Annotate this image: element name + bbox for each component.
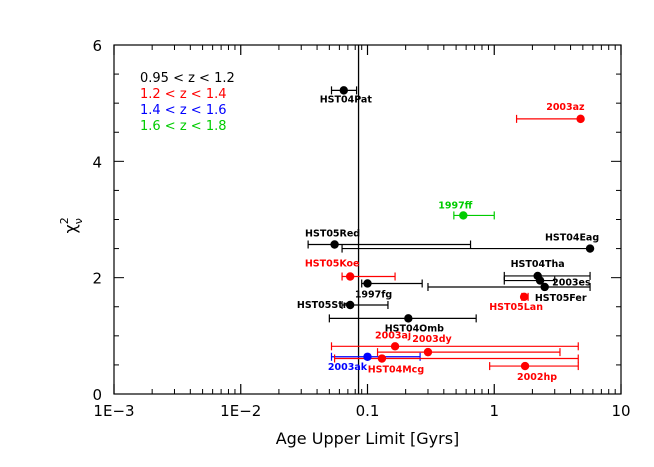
data-point bbox=[363, 352, 372, 361]
y-tick-label: 0 bbox=[92, 386, 102, 404]
errorbar bbox=[376, 348, 561, 357]
errorbar bbox=[333, 354, 579, 363]
point-label: HST04Pat bbox=[320, 94, 373, 105]
legend-entry: 1.2 < z < 1.4 bbox=[140, 87, 227, 102]
errorbar bbox=[341, 244, 591, 253]
data-point bbox=[576, 114, 585, 124]
data-point bbox=[459, 211, 468, 220]
point-label: HST04Tha bbox=[511, 259, 565, 270]
errorbar bbox=[361, 279, 423, 288]
errorbar bbox=[328, 314, 477, 323]
point-label: HST05Lan bbox=[489, 302, 543, 313]
x-tick-label: 1E−3 bbox=[93, 402, 134, 420]
y-tick-label: 6 bbox=[92, 37, 102, 55]
x-axis-label: Age Upper Limit [Gyrs] bbox=[276, 429, 460, 448]
point-label: 2003ak bbox=[328, 362, 368, 373]
errorbar bbox=[515, 114, 582, 123]
data-point bbox=[345, 272, 355, 281]
data-point bbox=[330, 240, 339, 249]
point-label: HST05Red bbox=[305, 229, 360, 240]
point-label: HST05Fer bbox=[535, 293, 587, 304]
point-label: HST05Str bbox=[297, 300, 348, 311]
errorbar bbox=[330, 342, 579, 351]
data-point bbox=[390, 342, 400, 351]
point-label: 2003aj bbox=[375, 330, 411, 341]
x-tick-label: 1E−2 bbox=[220, 402, 261, 420]
errorbar bbox=[503, 276, 556, 285]
x-tick-label: 10 bbox=[611, 402, 630, 420]
point-label: HST04Eag bbox=[545, 233, 599, 244]
data-point bbox=[339, 86, 348, 95]
legend-entry: 1.6 < z < 1.8 bbox=[140, 119, 227, 134]
data-point bbox=[520, 361, 530, 371]
data-point bbox=[345, 300, 355, 310]
point-label: 2003dy bbox=[412, 334, 452, 345]
errorbar bbox=[330, 352, 421, 361]
data-point bbox=[585, 244, 595, 253]
y-axis-label: χ2ν bbox=[58, 217, 85, 233]
point-label: HST04Omb bbox=[385, 323, 444, 334]
point-label: HST05Koe bbox=[305, 259, 360, 270]
point-label: 1997fg bbox=[355, 289, 392, 300]
data-point bbox=[423, 347, 433, 357]
y-tick-label: 2 bbox=[92, 270, 102, 288]
point-label: 2003az bbox=[546, 102, 585, 113]
legend-entry: 0.95 < z < 1.2 bbox=[140, 71, 235, 86]
data-point bbox=[519, 292, 529, 302]
point-label: HST04Mcg bbox=[368, 365, 424, 376]
errorbar bbox=[427, 282, 591, 291]
data-point bbox=[535, 276, 545, 285]
data-point bbox=[404, 314, 413, 323]
x-tick-label: 1 bbox=[489, 402, 499, 420]
point-label: 1997ff bbox=[438, 200, 472, 211]
legend-entry: 1.4 < z < 1.6 bbox=[140, 103, 227, 118]
data-point bbox=[363, 279, 372, 288]
point-label: 2003es bbox=[552, 278, 591, 289]
x-tick-label: 0.1 bbox=[356, 402, 380, 420]
data-point bbox=[377, 354, 387, 363]
data-point bbox=[540, 282, 549, 292]
errorbar bbox=[489, 362, 579, 371]
y-tick-label: 4 bbox=[92, 153, 102, 171]
point-label: 2002hp bbox=[517, 372, 557, 383]
